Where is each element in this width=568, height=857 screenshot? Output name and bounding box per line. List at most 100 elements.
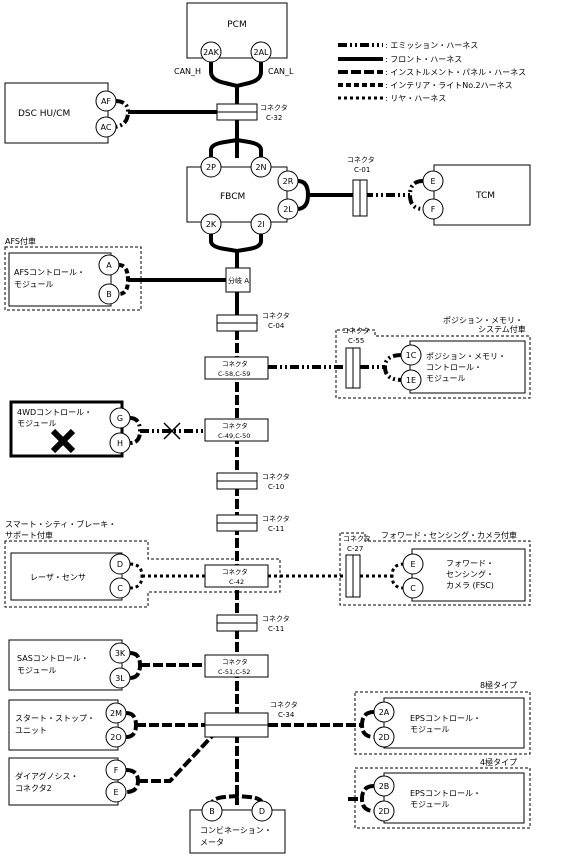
- module-start-stop-label-2: ユニット: [15, 726, 47, 735]
- group-label-afs: AFS付車: [5, 236, 36, 246]
- svg-text:2K: 2K: [206, 220, 217, 229]
- module-tcm: [433, 164, 531, 226]
- svg-text:2AK: 2AK: [203, 48, 220, 57]
- module-eps-8pole-label-1: EPSコントロール・: [410, 714, 481, 723]
- svg-text:B: B: [106, 290, 112, 299]
- pin-fbcm-2l: 2L: [277, 198, 299, 220]
- removed-x-mark-icon: [50, 428, 76, 454]
- svg-text:2N: 2N: [255, 163, 266, 172]
- svg-text:AC: AC: [101, 123, 112, 132]
- module-fbcm-label: FBCM: [220, 192, 245, 202]
- pin-laser-c: C: [109, 577, 131, 599]
- pin-fbcm-2k: 2K: [200, 213, 222, 235]
- svg-text:1E: 1E: [406, 376, 416, 385]
- module-afs: [8, 252, 112, 307]
- wire-sas-pins: [129, 651, 143, 680]
- svg-text:C: C: [117, 584, 123, 593]
- wire-dsc: [114, 99, 131, 129]
- svg-text:2AL: 2AL: [253, 48, 269, 57]
- pin-afs-a: A: [98, 254, 120, 276]
- module-4wd-label-2: モジュール: [17, 419, 56, 428]
- legend-label-front: : フロント・ハーネス: [385, 55, 462, 64]
- group-label-scbs-1: スマート・シティ・ブレーキ・: [5, 519, 116, 529]
- wire-pcm-trunk: [209, 60, 263, 89]
- connector-c42-id: C-42: [229, 578, 244, 586]
- pin-fbcm-2n: 2N: [250, 156, 272, 178]
- module-sas: [8, 639, 123, 691]
- module-position-memory-label-3: モジュール: [426, 374, 465, 383]
- pin-sas-3k: 3K: [109, 642, 131, 664]
- module-laser-sensor: [10, 552, 123, 601]
- svg-text:C: C: [410, 584, 416, 593]
- group-outline-eps8: [354, 691, 531, 755]
- svg-text:2R: 2R: [283, 177, 294, 186]
- module-position-memory-label-1: ポジション・メモリ・: [426, 352, 506, 361]
- option-groups: AFS付車 ポジション・メモリ・ システム付車 スマート・シティ・ブレーキ・ サ…: [4, 236, 531, 829]
- module-fbcm: [186, 166, 288, 223]
- module-eps-4pole: [383, 772, 525, 824]
- module-afs-label-1: AFSコントロール・: [14, 268, 85, 277]
- pin-pcm-can-h: 2AK: [200, 41, 222, 63]
- connector-c49-c50: [204, 418, 269, 442]
- pin-sas-3l: 3L: [109, 667, 131, 689]
- wire-fsc-pins: [390, 562, 405, 590]
- connector-c04-word: コネクタ: [262, 311, 290, 320]
- module-diagnosis-label-2: コネクタ2: [15, 784, 52, 793]
- signal-can-h-label: CAN_H: [174, 67, 201, 76]
- connector-c42-word: コネクタ: [222, 567, 248, 576]
- pin-fbcm-2i: 2I: [250, 213, 272, 235]
- wire-pos-pins: [382, 353, 403, 382]
- legend-label-interior: : インテリア・ライトNo.2ハーネス: [385, 81, 513, 90]
- svg-text:2O: 2O: [110, 733, 121, 742]
- connector-c58-c59: [204, 356, 269, 380]
- connector-c51-word: コネクタ: [222, 657, 248, 666]
- connector-c42: [204, 564, 269, 588]
- svg-text:B: B: [209, 807, 215, 816]
- connector-c11-lower-id: C-11: [268, 625, 284, 633]
- group-outline-afs: [4, 246, 142, 311]
- pin-eps8-2d: 2D: [373, 726, 395, 748]
- wire-4wd-pins: [129, 416, 143, 445]
- svg-text:D: D: [259, 807, 265, 816]
- connector-c32-word: コネクタ: [260, 103, 288, 112]
- wire-eps8-pins: [359, 710, 375, 739]
- pin-diag-e: E: [105, 781, 127, 803]
- svg-text:H: H: [117, 439, 123, 448]
- wire-diag-branch: [138, 731, 217, 783]
- svg-text:2I: 2I: [257, 220, 264, 229]
- pin-combi-b: B: [201, 800, 223, 822]
- connector-c27-word: コネクタ: [343, 534, 371, 543]
- svg-text:F: F: [114, 766, 119, 775]
- svg-text:G: G: [117, 414, 123, 423]
- module-dsc-label: DSC HU/CM: [18, 109, 70, 119]
- connector-c51-id: C-51,C-52: [218, 668, 250, 676]
- pin-eps4-2d: 2D: [373, 800, 395, 822]
- legend-label-emission: : エミッション・ハーネス: [385, 41, 478, 50]
- pin-pos-1c: 1C: [400, 344, 422, 366]
- pin-eps4-2b: 2B: [373, 775, 395, 797]
- connector-c11-upper-word: コネクタ: [262, 514, 290, 523]
- wire-eps4-pins: [359, 784, 375, 813]
- pin-diag-f: F: [105, 759, 127, 781]
- legend: : エミッション・ハーネス : フロント・ハーネス : インストルメント・パネル…: [338, 41, 526, 103]
- connector-c11-upper-id: C-11: [268, 525, 284, 533]
- module-sas-label-1: SASコントロール・: [17, 654, 89, 663]
- pin-4wd-g: G: [109, 407, 131, 429]
- module-dsc: [4, 82, 109, 144]
- pin-ss-2o: 2O: [105, 726, 127, 748]
- group-label-fsc: フォワード・センシング・カメラ付車: [381, 530, 517, 540]
- wire-fbcm-top: [209, 137, 263, 158]
- pin-fsc-c: C: [402, 577, 424, 599]
- connector-c55-id: C-55: [348, 337, 364, 345]
- pin-fbcm-2p: 2P: [200, 156, 222, 178]
- connector-c01-word: コネクタ: [347, 155, 375, 164]
- connectors: コネクタ C-32 コネクタ C-01 分岐 A コネクタ C-04 コネクタ …: [204, 103, 375, 738]
- connector-c49-id: C-49,C-50: [218, 432, 250, 440]
- module-fsc-label-1: フォワード・: [446, 559, 494, 568]
- svg-text:E: E: [430, 177, 435, 186]
- group-outline-eps4: [354, 767, 531, 829]
- junction-a-label: 分岐 A: [228, 276, 249, 285]
- module-eps-8pole: [383, 697, 525, 749]
- svg-text:A: A: [106, 261, 112, 270]
